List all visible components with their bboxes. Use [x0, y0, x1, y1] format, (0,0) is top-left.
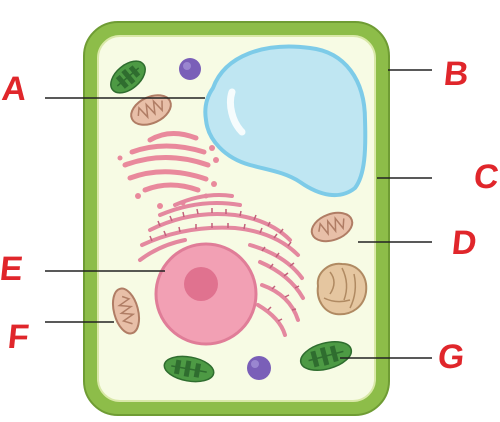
vesicle-bottom: [247, 356, 271, 380]
central-vacuole: [203, 44, 368, 198]
vesicle-top-shine: [183, 62, 191, 70]
label-a: A: [0, 70, 29, 108]
amyloplast: [316, 262, 368, 316]
label-c: C: [472, 158, 500, 196]
mitochondrion-top: [130, 94, 172, 126]
chloroplast-top-left: [110, 60, 146, 94]
label-f: F: [6, 318, 31, 356]
mitochondrion-left: [111, 287, 141, 335]
vesicle-bottom-shine: [251, 360, 259, 368]
rough-endoplasmic-reticulum: [138, 193, 305, 337]
nucleolus: [184, 267, 218, 301]
chloroplast-bottom-left: [163, 355, 215, 383]
vesicle-top: [179, 58, 201, 80]
vacuole-highlight: [226, 88, 246, 136]
leader-lines: [45, 69, 432, 359]
label-b: B: [442, 55, 471, 93]
label-e: E: [0, 250, 25, 288]
golgi-apparatus: [122, 131, 211, 193]
mitochondrion-right: [310, 211, 354, 243]
label-g: G: [436, 338, 467, 376]
er-ribosomes: [149, 208, 300, 322]
chloroplast-bottom-right: [299, 341, 353, 371]
label-d: D: [450, 224, 479, 262]
